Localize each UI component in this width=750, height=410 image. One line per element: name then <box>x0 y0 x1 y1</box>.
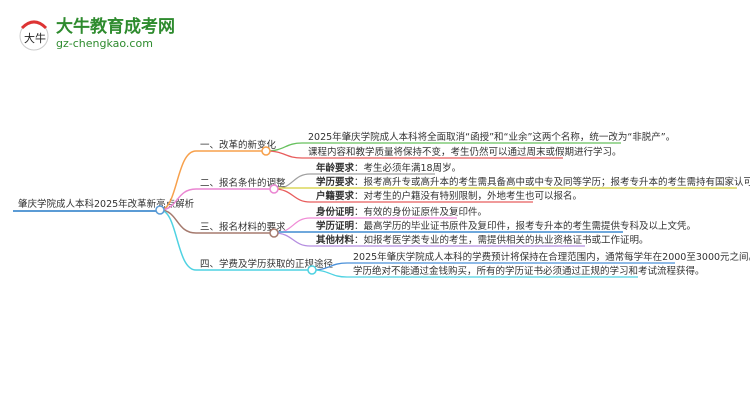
branch-3-label[interactable]: 三、报名材料的要求 <box>200 221 286 233</box>
branch-2-label[interactable]: 二、报名条件的调整 <box>200 177 286 189</box>
branch-1-label[interactable]: 一、改革的新变化 <box>200 139 277 151</box>
leaf-3-3-key: 其他材料 <box>316 234 355 246</box>
svg-text:其他材料：如报考医学类专业的考生，需提供相关的执业资格证书或: 其他材料：如报考医学类专业的考生，需提供相关的执业资格证书或工作证明。 <box>316 234 649 246</box>
root-collapse-toggle[interactable] <box>155 205 165 215</box>
leaf-3-2: ：最高学历的毕业证书原件及复印件，报考专升本的考生需提供专科及以上文凭。 <box>354 220 696 232</box>
leaf-1-2: 课程内容和教学质量将保持不变，考生仍然可以通过周末或假期进行学习。 <box>308 146 622 158</box>
svg-text:身份证明：有效的身份证原件及复印件。: 身份证明：有效的身份证原件及复印件。 <box>316 206 487 218</box>
branch-2-toggle[interactable] <box>269 184 279 194</box>
branch-4-label[interactable]: 四、学费及学历获取的正规途径 <box>200 258 334 270</box>
branch-4-toggle[interactable] <box>307 265 317 275</box>
logo-name: 大牛教育成考网 <box>56 16 175 37</box>
svg-text:学历要求：报考高升专或高升本的考生需具备高中或中专及同等学历: 学历要求：报考高升专或高升本的考生需具备高中或中专及同等学历；报考专升本的考生需… <box>316 176 750 188</box>
leaf-2-1-key: 年龄要求 <box>316 162 355 174</box>
branch-1-toggle[interactable] <box>261 146 271 156</box>
leaf-2-2: ：报考高升专或高升本的考生需具备高中或中专及同等学历；报考专升本的考生需持有国家… <box>354 176 750 188</box>
leaf-4-2: 学历绝对不能通过金钱购买，所有的学历证书必须通过正规的学习和考试流程获得。 <box>353 265 705 277</box>
logo-url: gz-chengkao.com <box>56 37 153 50</box>
leaf-3-1: ：有效的身份证原件及复印件。 <box>354 206 487 218</box>
leaf-3-3: ：如报考医学类专业的考生，需提供相关的执业资格证书或工作证明。 <box>354 234 649 246</box>
leaf-3-2-key: 学历证明 <box>316 220 355 232</box>
svg-text:户籍要求：对考生的户籍没有特别限制，外地考生也可以报名。: 户籍要求：对考生的户籍没有特别限制，外地考生也可以报名。 <box>315 190 582 202</box>
leaf-4-1: 2025年肇庆学院成人本科的学费预计将保持在合理范围内，通常每学年在2000至3… <box>353 251 750 263</box>
leaf-2-3-key: 户籍要求 <box>315 190 355 202</box>
leaf-1-1: 2025年肇庆学院成人本科将全面取消“函授”和“业余”这两个名称，统一改为“非脱… <box>308 131 675 143</box>
logo-arc-icon <box>20 20 48 30</box>
logo-mark-text: 大牛 <box>24 31 46 45</box>
leaf-3-1-key: 身份证明 <box>316 206 355 218</box>
svg-text:学历证明：最高学历的毕业证书原件及复印件，报考专升本的考生需: 学历证明：最高学历的毕业证书原件及复印件，报考专升本的考生需提供专科及以上文凭。 <box>316 220 696 232</box>
leaf-2-1: ：考生必须年满18周岁。 <box>354 162 461 174</box>
leaf-2-2-key: 学历要求 <box>316 176 355 188</box>
branch-3-toggle[interactable] <box>269 228 279 238</box>
leaf-2-3: ：对考生的户籍没有特别限制，外地考生也可以报名。 <box>354 190 582 202</box>
svg-text:年龄要求：考生必须年满18周岁。: 年龄要求：考生必须年满18周岁。 <box>316 162 461 174</box>
logo: 大牛 大牛教育成考网 gz-chengkao.com <box>19 16 175 51</box>
root-node[interactable]: 肇庆学院成人本科2025年改革新亮点解析 <box>18 198 195 210</box>
